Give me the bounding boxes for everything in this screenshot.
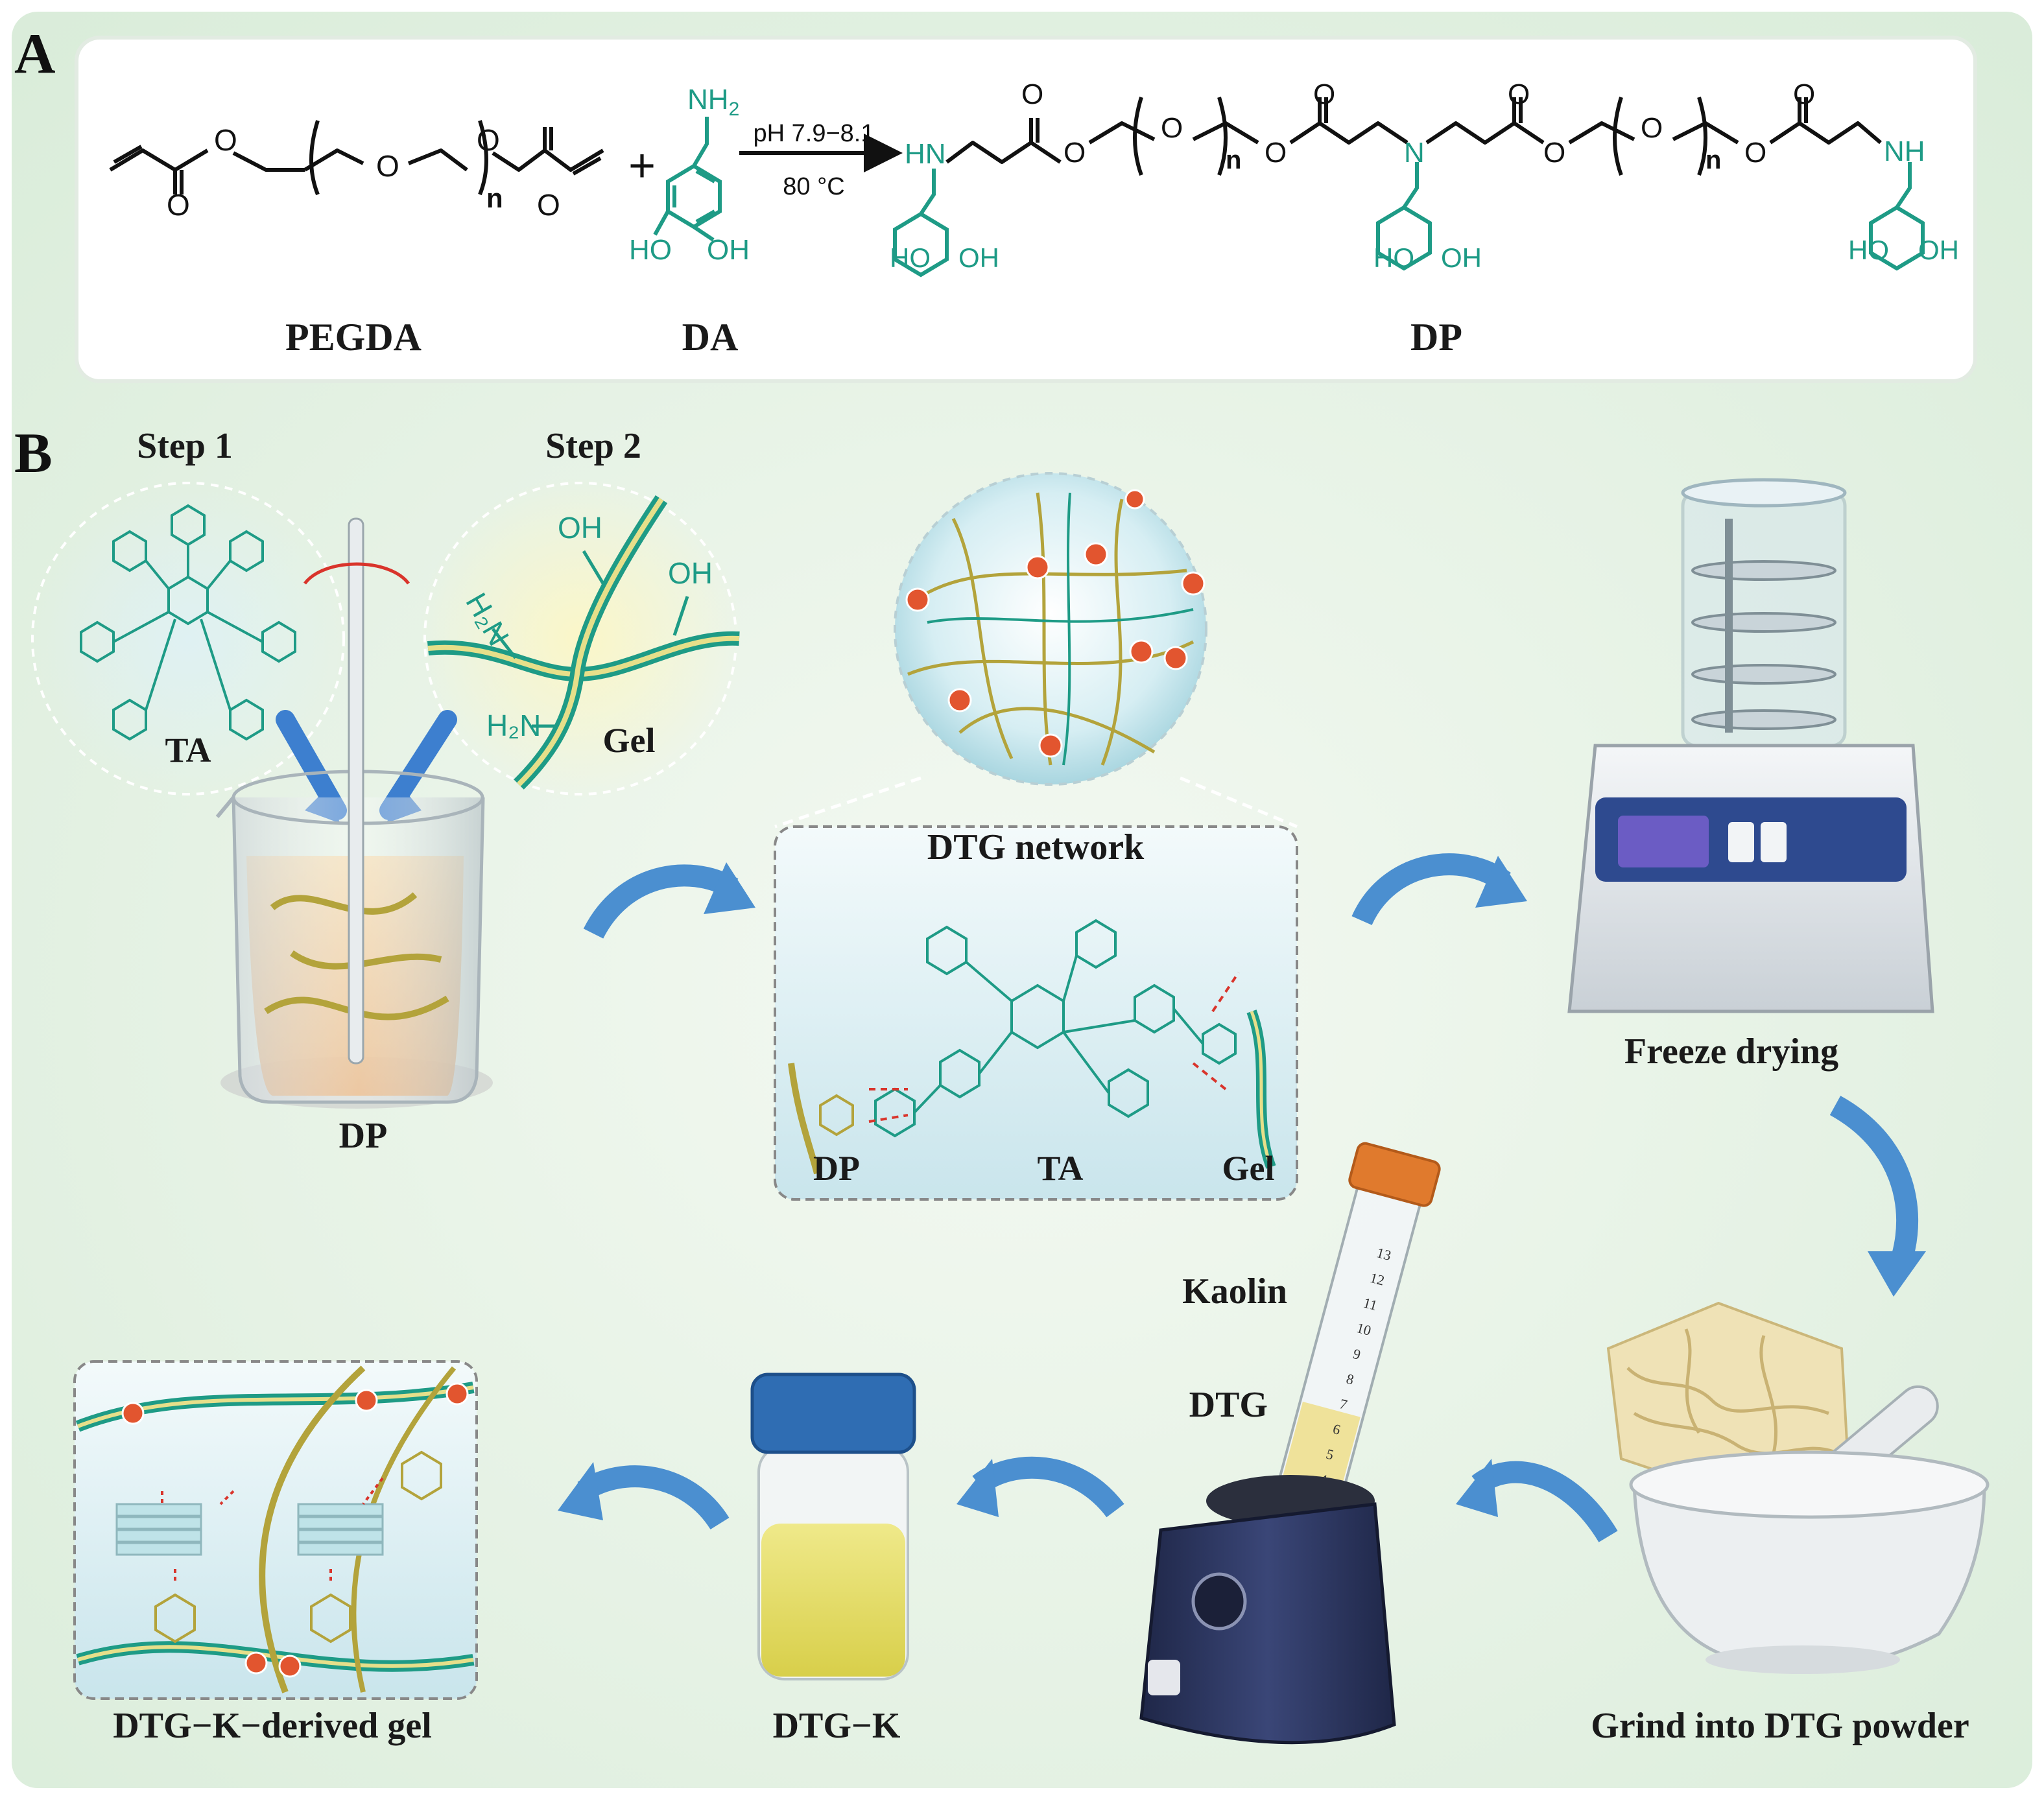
vortex-mixer-with-tube: 2 3 4 5 6 7 8 9 10 11 12 13 Kaolin DTG — [1139, 1142, 1441, 1745]
pegda-o2: O — [167, 188, 190, 222]
arrow-to-freeze-dryer-head — [1475, 856, 1527, 908]
pegda-o5: O — [537, 188, 560, 222]
pegda-structure — [109, 120, 604, 196]
panel-a-box — [75, 36, 1977, 383]
panel-b-letter: B — [14, 422, 53, 485]
dp-o-8: O — [1641, 112, 1663, 144]
network-ta-label: TA — [1037, 1149, 1083, 1188]
dp-n-center: N — [1404, 137, 1425, 169]
dp-label: DP — [1410, 316, 1462, 359]
dp-o-7: O — [1543, 137, 1565, 169]
da-structure — [653, 117, 722, 242]
da-ho: HO — [629, 234, 672, 266]
gel-h2n-2: H₂N — [486, 709, 541, 742]
network-title: DTG network — [927, 827, 1145, 867]
arrow-to-derived-gel-head — [558, 1462, 603, 1520]
dp-ho-2: HO — [1373, 242, 1414, 273]
gel-bubble: OH OH H₂N H₂N Gel — [418, 477, 743, 801]
dp-hn: HN — [905, 138, 946, 170]
dp-o-3: O — [1161, 112, 1183, 144]
gel-oh-2: OH — [668, 556, 713, 590]
gel-oh-1: OH — [558, 511, 602, 545]
network-sphere — [774, 472, 1298, 829]
da-nh2: NH2 — [687, 84, 739, 120]
beaker-dp-label: DP — [339, 1116, 388, 1156]
derived-gel-box: DTG−K−derived gel — [73, 1360, 478, 1746]
gel-label: Gel — [603, 721, 656, 760]
network-dp-label: DP — [813, 1149, 860, 1188]
dtgk-label: DTG−K — [773, 1706, 901, 1746]
ta-label: TA — [165, 731, 211, 770]
dp-oh-2: OH — [1441, 242, 1482, 273]
arrow-to-grind-head — [1868, 1251, 1926, 1297]
da-oh: OH — [707, 234, 750, 266]
da-label: DA — [682, 316, 739, 359]
dp-o-5: O — [1313, 78, 1335, 110]
mortar-and-sponge: Grind into DTG powder — [1591, 1301, 1990, 1746]
derived-gel-label: DTG−K−derived gel — [113, 1706, 432, 1746]
kaolin-label: Kaolin — [1182, 1271, 1287, 1312]
freeze-dryer: Freeze drying — [1567, 478, 1934, 1072]
dp-catechols — [893, 162, 1925, 277]
reaction-condition-temp: 80 °C — [783, 173, 844, 200]
plus-sign: + — [628, 140, 656, 192]
grind-label: Grind into DTG powder — [1591, 1706, 1969, 1746]
dtgk-jar: DTG−K — [750, 1373, 916, 1746]
pegda-o1: O — [214, 123, 237, 157]
dp-oh-3: OH — [1918, 235, 1959, 265]
dp-ho-3: HO — [1848, 235, 1889, 265]
dp-o-4: O — [1265, 137, 1287, 169]
reaction-condition-ph: pH 7.9−8.1 — [754, 120, 875, 147]
dp-nh: NH — [1884, 136, 1925, 167]
dp-o-1: O — [1021, 78, 1043, 110]
arrow-to-network-head — [704, 862, 755, 914]
dp-oh-1: OH — [958, 242, 999, 273]
network-gel-label: Gel — [1222, 1149, 1275, 1188]
arrow-to-vortex-head — [1456, 1459, 1498, 1517]
arrow-to-grind — [1829, 1096, 1919, 1268]
freeze-drying-label: Freeze drying — [1624, 1031, 1838, 1072]
beaker-dp: DP — [215, 517, 493, 1156]
step2-label: Step 2 — [545, 426, 641, 466]
dp-n-sub-2: n — [1705, 146, 1721, 174]
dp-structure — [945, 97, 1882, 176]
arrow-to-freeze-dryer — [1351, 853, 1511, 926]
step1-label: Step 1 — [137, 426, 233, 466]
dp-o-2: O — [1064, 137, 1086, 169]
dp-o-10: O — [1793, 78, 1815, 110]
pegda-o4: O — [477, 123, 500, 157]
dp-ho-1: HO — [890, 242, 931, 273]
arrow-to-jar-head — [957, 1459, 999, 1517]
arrow-to-network — [583, 864, 739, 939]
pegda-n-subscript: n — [486, 183, 503, 213]
arrow-to-derived-gel — [577, 1465, 730, 1530]
pegda-label: PEGDA — [285, 316, 422, 359]
dp-o-9: O — [1744, 137, 1766, 169]
dtg-tube-label: DTG — [1189, 1385, 1268, 1425]
panel-a-letter: A — [14, 23, 56, 86]
pegda-o3: O — [376, 149, 399, 183]
dp-o-6: O — [1508, 78, 1530, 110]
dp-n-sub-1: n — [1226, 146, 1241, 174]
ta-molecule-bubble: TA — [31, 482, 345, 795]
dtg-network-box: DTG network DP TA Gel — [774, 825, 1298, 1201]
